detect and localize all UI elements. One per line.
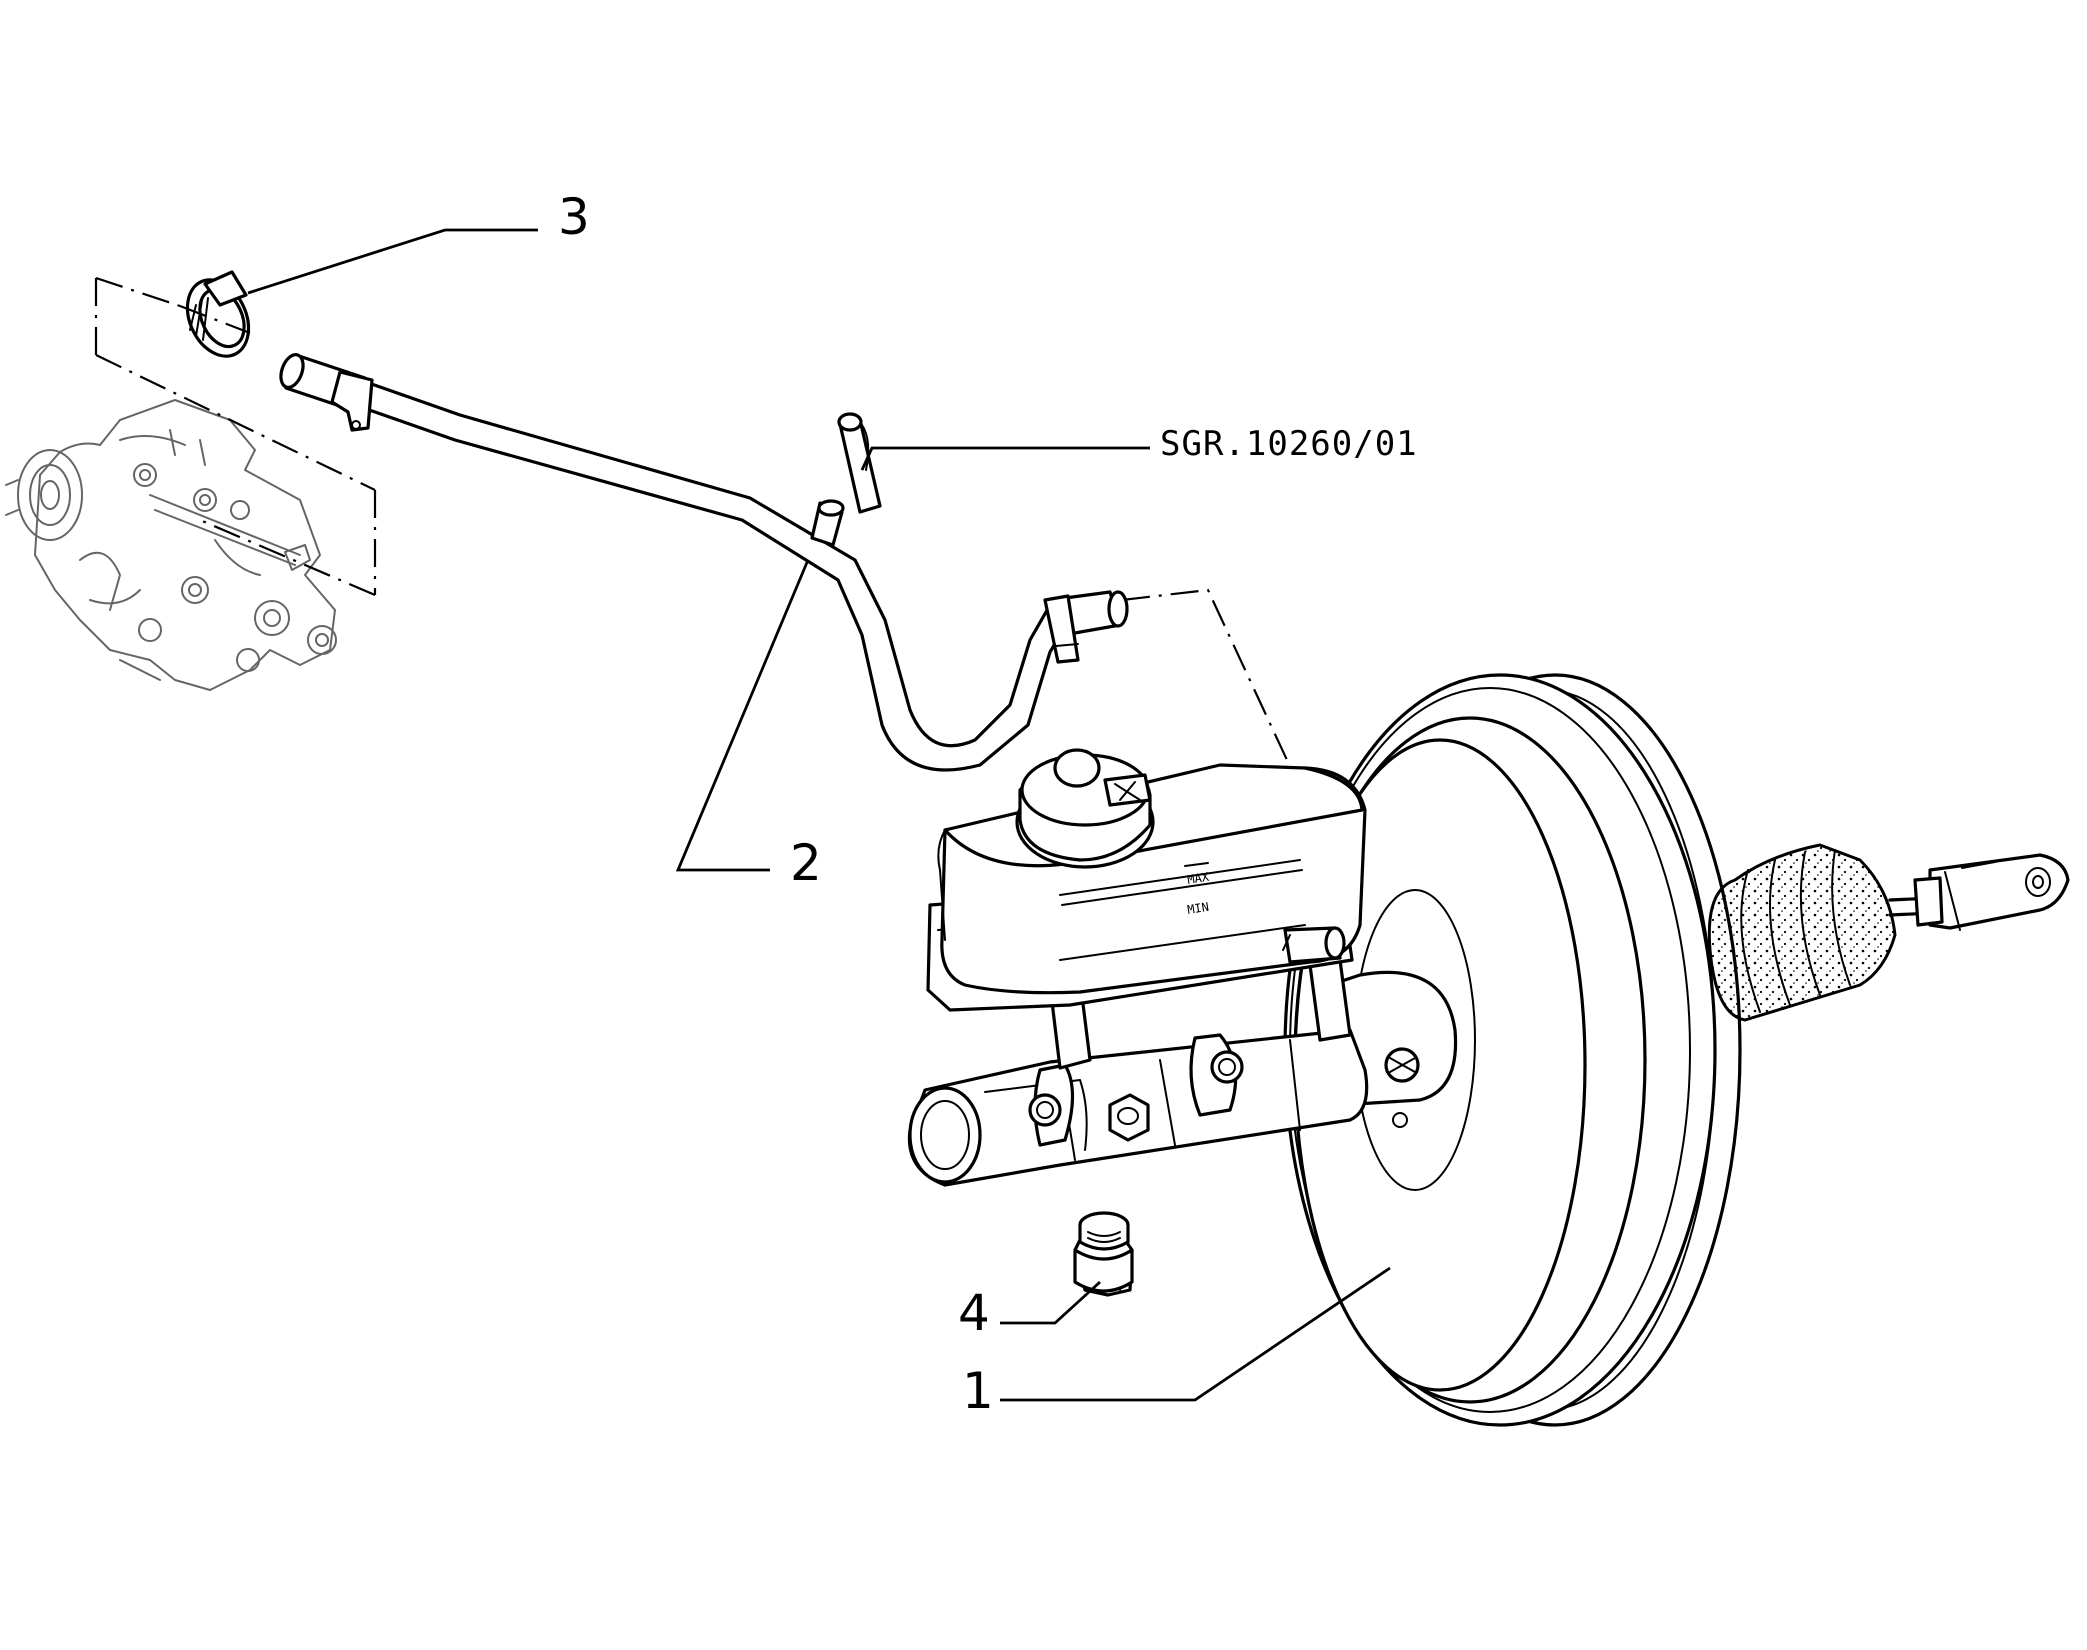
leader-2 <box>675 559 810 872</box>
outlet-port-1 <box>1028 1063 1075 1147</box>
master-cylinder <box>907 958 1458 1187</box>
hose-clamp <box>185 270 251 358</box>
plug <box>1073 1211 1134 1297</box>
callout-4: 4 <box>958 1284 990 1342</box>
min-level-mark: MIN <box>1186 900 1210 917</box>
callout-3: 3 <box>558 188 590 246</box>
vacuum-pump-illustration <box>5 399 337 691</box>
leader-1 <box>1000 1266 1391 1402</box>
callout-1: 1 <box>962 1362 994 1420</box>
check-valve-tube <box>837 412 882 514</box>
pushrod-boot <box>1707 843 1897 1022</box>
leader-ref-code <box>860 446 1150 471</box>
reference-code-label: SGR.10260/01 <box>1160 424 1418 464</box>
outlet-port-2 <box>1189 1033 1244 1117</box>
assembly-reference-lines <box>94 276 1301 789</box>
leader-3 <box>247 228 538 295</box>
brake-fluid-reservoir: MAX MIN <box>926 748 1367 1012</box>
leader-4 <box>1000 1280 1101 1325</box>
max-level-mark: MAX <box>1186 870 1210 887</box>
leader-lines <box>247 228 1391 1402</box>
vacuum-hose <box>279 353 1129 772</box>
callout-2: 2 <box>790 834 822 892</box>
